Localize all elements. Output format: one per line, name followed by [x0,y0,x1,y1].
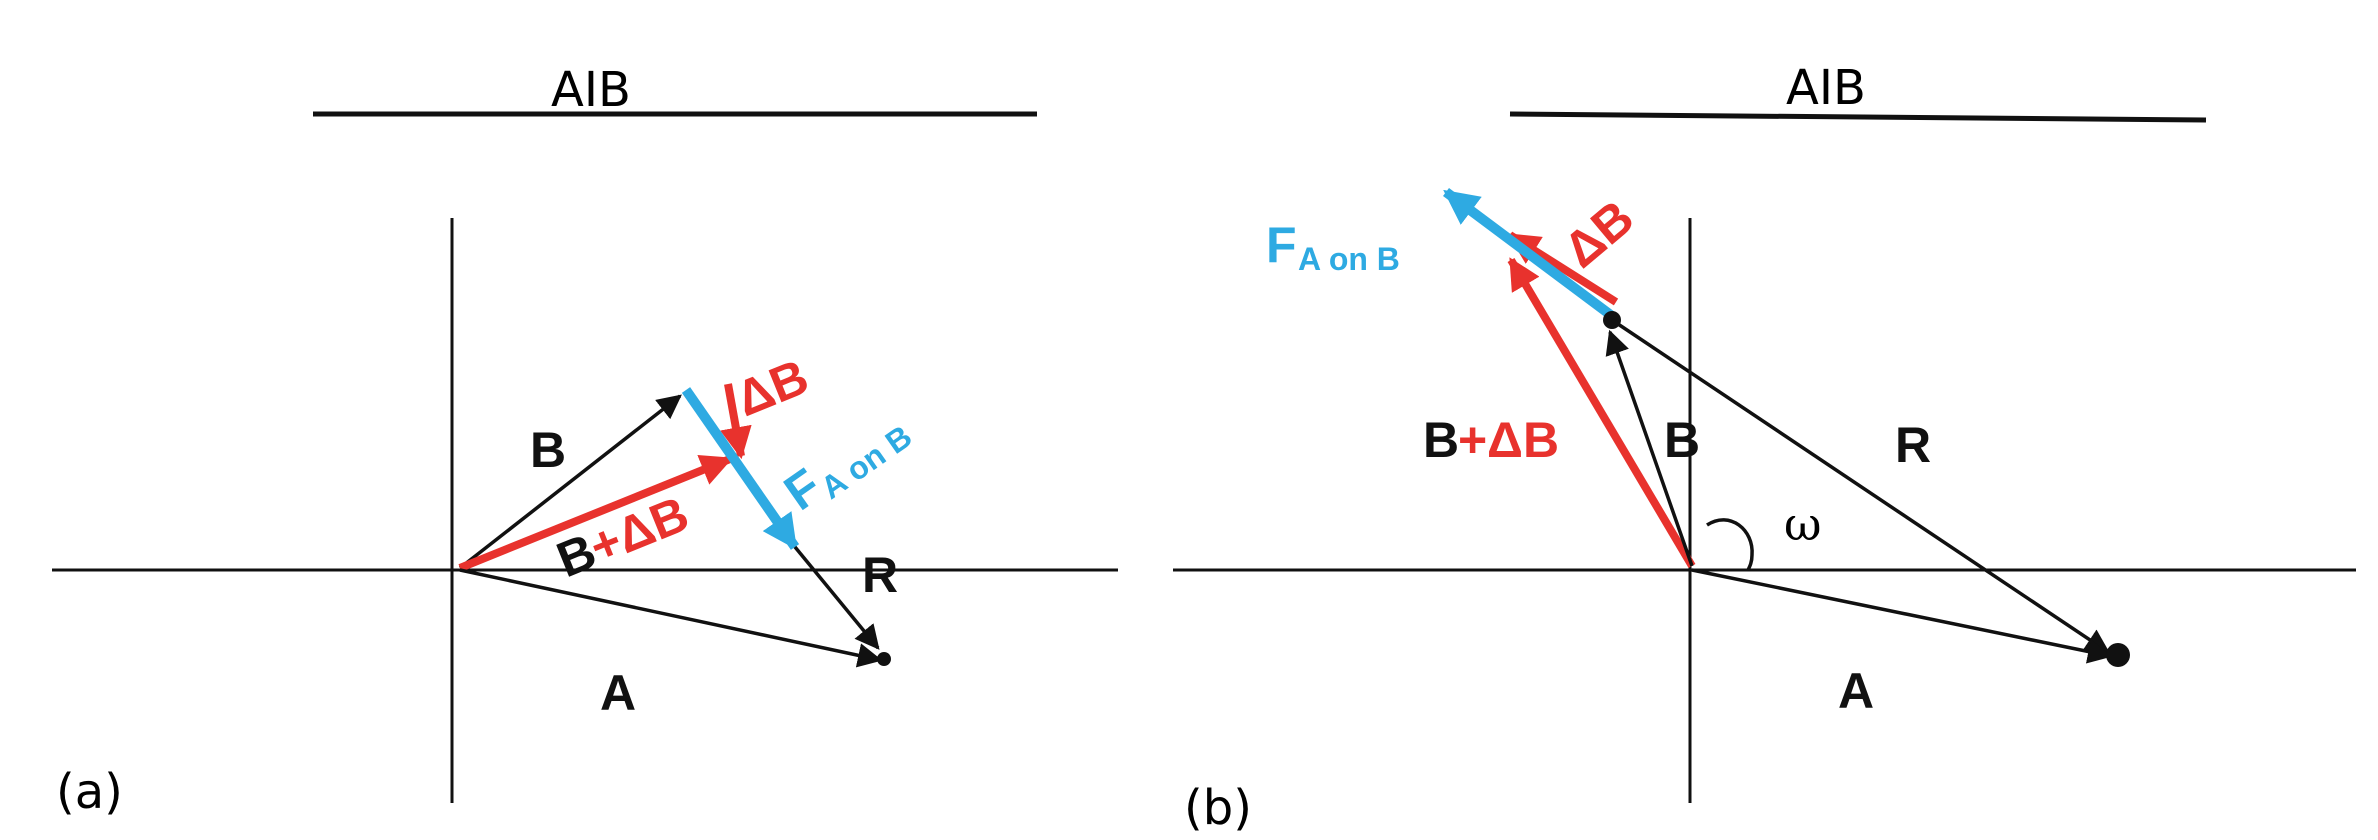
panel-b-label-F: F [1266,217,1297,273]
panel-a-label-F-A-on-B: F A on B [774,418,918,521]
panel-a-point [877,652,891,666]
panel-a: AIB B B + ΔB ΔB F A on B R A (a) [52,62,1118,820]
panel-a-vector-R [793,545,880,650]
panel-a-label-A: A [600,665,636,721]
panel-a-label-delta-B: ΔB [728,348,816,427]
panel-a-vector-B [458,394,682,570]
panel-b-label-F-subscript: A on B [1298,241,1400,277]
panel-b-caption: (b) [1184,780,1252,836]
panel-b-vector-R [1611,318,2111,654]
panel-b-vector-F-A-on-B [1443,187,1615,321]
panel-b: AIB F A on B ΔB B + ΔB B R ω A (b) [1173,60,2356,836]
panel-b-vector-A [1691,568,2113,664]
panel-a-caption: (a) [56,764,123,820]
panel-b-heading: AIB [1786,60,1866,116]
panel-a-vector-A [459,568,883,668]
panel-b-label-R: R [1895,417,1931,473]
panel-a-label-F-subscript: A on B [814,418,918,506]
panel-a-vector-B-plus-delta-B [458,454,733,572]
panel-b-angle-arc [1706,518,1754,571]
panel-a-vector-F-A-on-B [681,387,800,550]
panel-b-label-delta-B: ΔB [1553,189,1644,278]
panel-a-heading: AIB [551,62,631,118]
panel-a-label-B: B [530,422,566,478]
panel-b-vector-B [1605,329,1694,567]
panel-b-vector-B-plus-delta-B [1507,257,1696,569]
panel-b-label-B-plus-delta-B: B + ΔB [1423,412,1559,468]
panel-b-vector-delta-B [1507,231,1619,306]
panel-b-label-F-A-on-B: F A on B [1266,217,1400,277]
panel-b-label-omega: ω [1784,497,1822,551]
panel-b-label-plus: + [1458,412,1487,468]
panel-b-point [2106,643,2130,667]
panel-b-label-delta-B-part: ΔB [1487,412,1559,468]
panel-b-label-B: B [1664,412,1700,468]
panel-a-vector-delta-B [720,383,752,460]
panel-b-label-B-part: B [1423,412,1459,468]
panel-a-label-R: R [862,547,898,603]
panel-b-label-A: A [1838,663,1874,719]
panel-b-heading-bar [1509,111,2207,123]
